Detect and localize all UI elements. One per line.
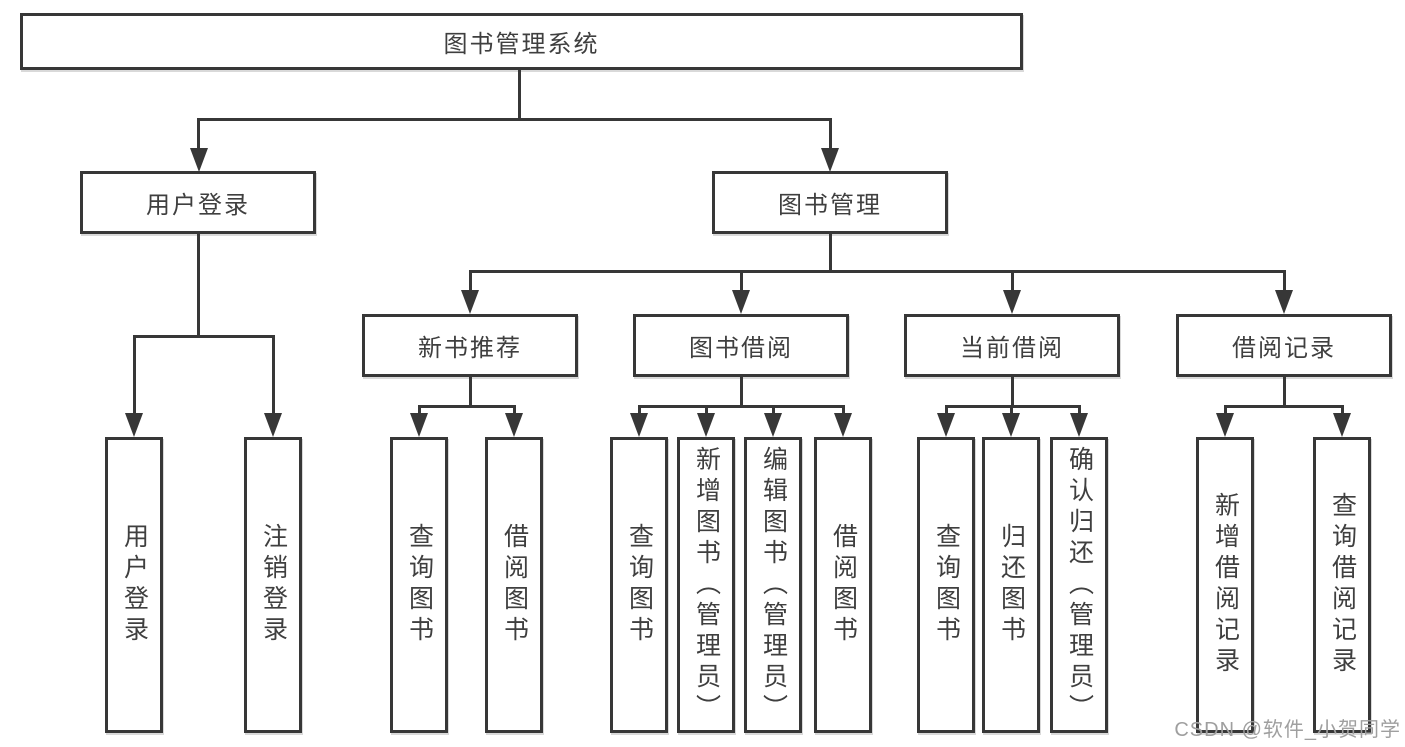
arrow-down-icon	[1333, 413, 1351, 437]
connector-line	[1223, 405, 1227, 417]
arrow-down-icon	[821, 148, 839, 172]
connector-line	[132, 335, 275, 338]
connector-line	[739, 270, 743, 293]
connector-line	[944, 405, 948, 417]
node-borrowing-records: 借阅记录	[1176, 314, 1392, 377]
leaf-borrow-books: 借阅图书	[485, 437, 543, 733]
node-label: 图书借阅	[689, 335, 793, 362]
node-label: 新增图书（管理员）	[692, 445, 721, 725]
connector-line	[132, 335, 136, 415]
leaf-edit-book-admin: 编辑图书（管理员）	[744, 437, 802, 733]
connector-line	[468, 377, 472, 408]
connector-line	[637, 405, 641, 417]
node-label: 用户登录	[120, 523, 149, 647]
node-library-management-system: 图书管理系统	[20, 13, 1023, 70]
connector-line	[197, 118, 200, 152]
arrow-down-icon	[125, 413, 143, 437]
node-label: 查询借阅记录	[1328, 492, 1357, 678]
connector-line	[771, 405, 775, 417]
arrow-down-icon	[1003, 290, 1021, 314]
connector-line	[1009, 405, 1013, 417]
arrow-down-icon	[410, 413, 428, 437]
leaf-user-login: 用户登录	[105, 437, 163, 733]
arrow-down-icon	[1002, 413, 1020, 437]
arrow-down-icon	[834, 413, 852, 437]
node-book-management: 图书管理	[712, 171, 948, 234]
node-label: 借阅图书	[500, 523, 529, 647]
connector-line	[739, 377, 743, 408]
arrow-down-icon	[1275, 290, 1293, 314]
connector-line	[1282, 270, 1286, 293]
arrow-down-icon	[697, 413, 715, 437]
connector-line	[1010, 377, 1014, 408]
csdn-watermark: CSDN @软件_小贺同学	[1174, 719, 1401, 741]
connector-line	[828, 118, 832, 152]
arrow-down-icon	[630, 413, 648, 437]
connector-line	[417, 405, 516, 408]
node-label: 确认归还（管理员）	[1065, 445, 1094, 725]
node-label: 新增借阅记录	[1211, 492, 1240, 678]
leaf-confirm-return-admin: 确认归还（管理员）	[1050, 437, 1108, 733]
leaf-borrow-books: 借阅图书	[814, 437, 872, 733]
node-label: 查询图书	[405, 523, 434, 647]
connector-line	[271, 335, 275, 415]
connector-line	[196, 233, 200, 338]
arrow-down-icon	[1216, 413, 1234, 437]
leaf-add-book-admin: 新增图书（管理员）	[677, 437, 735, 733]
connector-line	[828, 233, 832, 273]
node-label: 当前借阅	[960, 335, 1064, 362]
connector-line	[704, 405, 708, 417]
node-label: 编辑图书（管理员）	[759, 445, 788, 725]
node-label: 新书推荐	[418, 335, 522, 362]
arrow-down-icon	[505, 413, 523, 437]
node-label: 图书管理	[778, 192, 882, 219]
connector-line	[518, 70, 521, 121]
leaf-return-books: 归还图书	[982, 437, 1040, 733]
connector-line	[841, 405, 845, 417]
connector-line	[417, 405, 421, 417]
arrow-down-icon	[732, 290, 750, 314]
connector-line	[1077, 405, 1081, 417]
node-label: 归还图书	[997, 523, 1026, 647]
node-new-book-recommend: 新书推荐	[362, 314, 578, 377]
connector-line	[944, 405, 1081, 408]
leaf-query-books: 查询图书	[917, 437, 975, 733]
arrow-down-icon	[937, 413, 955, 437]
node-label: 查询图书	[625, 523, 654, 647]
arrow-down-icon	[190, 148, 208, 172]
arrow-down-icon	[461, 290, 479, 314]
connector-line	[512, 405, 516, 417]
arrow-down-icon	[264, 413, 282, 437]
connector-line	[197, 118, 832, 121]
arrow-down-icon	[1070, 413, 1088, 437]
node-label: 用户登录	[146, 192, 250, 219]
node-label: 图书管理系统	[443, 31, 600, 58]
leaf-query-books: 查询图书	[390, 437, 448, 733]
node-user-login: 用户登录	[80, 171, 316, 234]
arrow-down-icon	[764, 413, 782, 437]
node-label: 借阅记录	[1232, 335, 1336, 362]
connector-line	[1340, 405, 1344, 417]
node-label: 查询图书	[932, 523, 961, 647]
connector-line	[1010, 270, 1014, 293]
connector-line	[637, 405, 845, 408]
connector-line	[468, 270, 1285, 273]
leaf-query-borrow-record: 查询借阅记录	[1313, 437, 1371, 733]
connector-line	[1223, 405, 1344, 408]
leaf-logout: 注销登录	[244, 437, 302, 733]
node-label: 注销登录	[259, 523, 288, 647]
connector-line	[468, 270, 472, 293]
connector-line	[1282, 377, 1286, 408]
leaf-query-books: 查询图书	[610, 437, 668, 733]
leaf-add-borrow-record: 新增借阅记录	[1196, 437, 1254, 733]
node-label: 借阅图书	[829, 523, 858, 647]
node-current-borrowing: 当前借阅	[904, 314, 1120, 377]
node-book-borrowing: 图书借阅	[633, 314, 849, 377]
